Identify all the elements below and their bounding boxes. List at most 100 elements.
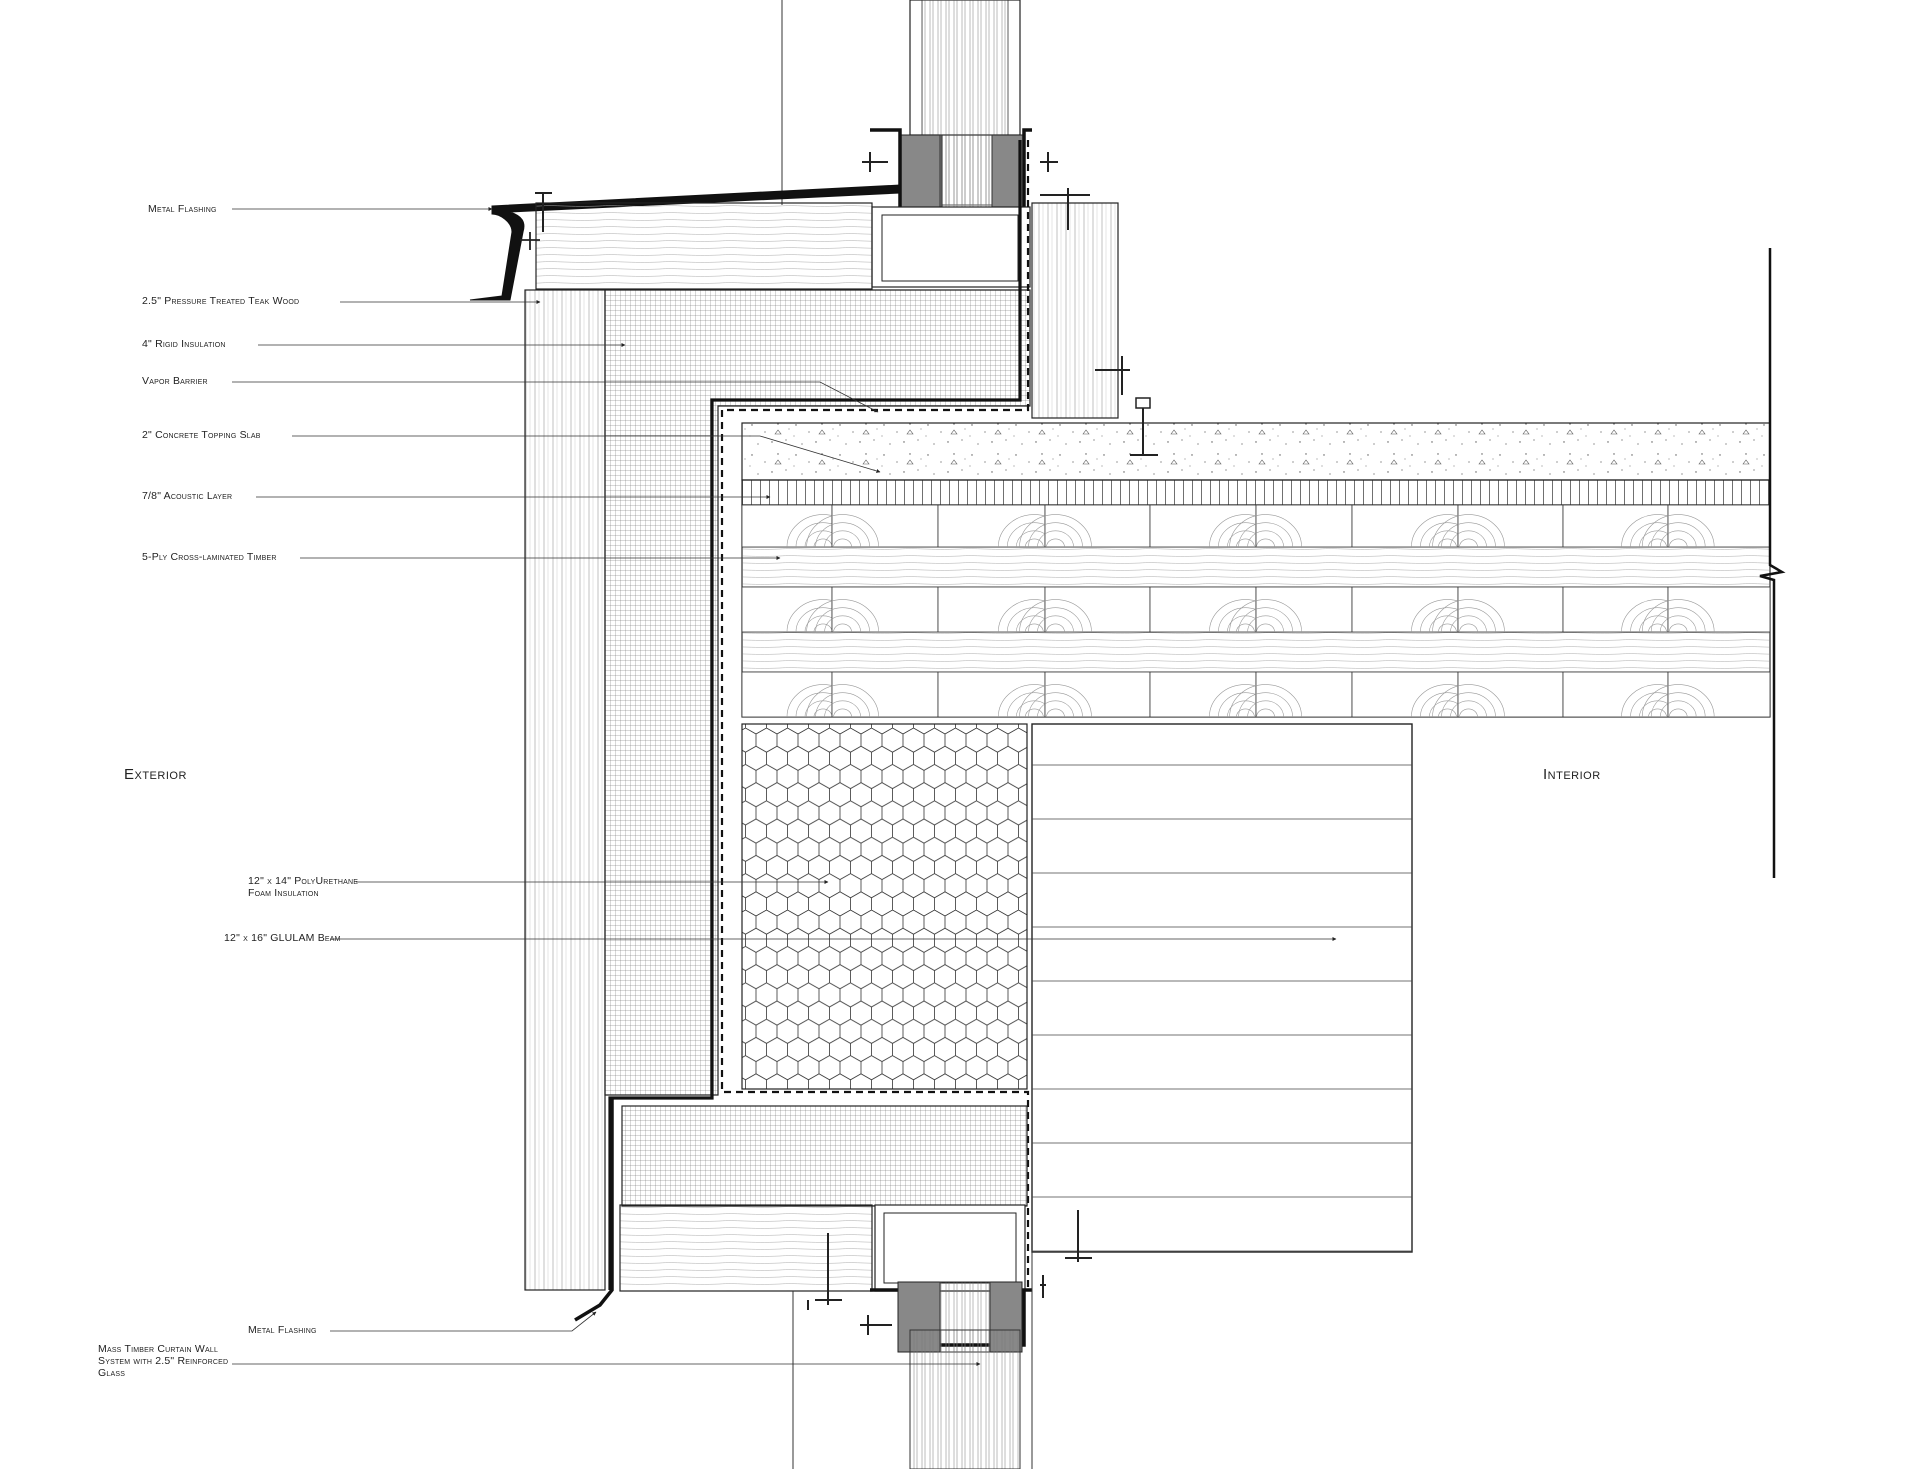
leader-line [330, 1311, 597, 1332]
wood-grain-arc [1641, 684, 1715, 718]
wood-grain-arc [806, 599, 879, 633]
clt-lamella [937, 586, 1046, 633]
wood-grain-arc [1025, 708, 1044, 718]
callout-label: 12" x 14" PolyUrethane [248, 875, 358, 887]
wood-grain-arc [1025, 623, 1044, 633]
wood-grain-arc [1650, 692, 1706, 718]
clt-lamella [1149, 586, 1257, 633]
wood-grain-arc [824, 700, 861, 718]
callout-label: 4" Rigid Insulation [142, 338, 226, 350]
wood-grain-arc [1650, 522, 1706, 548]
callout-vapor-barrier: Vapor Barrier [142, 375, 879, 413]
clt-lamella [1457, 671, 1564, 718]
wood-grain-arc [815, 607, 870, 633]
wood-grain-arc [1459, 708, 1478, 718]
concrete-topping-slab [741, 422, 1771, 481]
clt-lamella [831, 504, 939, 548]
callout-label: Foam Insulation [248, 887, 319, 899]
wood-grain-arc [1019, 514, 1092, 548]
clt-lamella [937, 671, 1046, 718]
callout-label: Metal Flashing [248, 1324, 317, 1336]
wood-grain-arc [1256, 708, 1275, 718]
callout-metal-flashing-bottom: Metal Flashing [248, 1311, 597, 1336]
clt-lamella [1351, 671, 1459, 718]
clt-lamella [1255, 671, 1353, 718]
clt-lamella [937, 504, 1046, 548]
callout-label: Metal Flashing [148, 203, 217, 215]
wood-grain-arc [833, 708, 852, 718]
upper-curtain-wall [781, 0, 1032, 288]
clt-lamella [831, 671, 939, 718]
wood-grain-arc [1432, 514, 1505, 548]
leader-line [292, 435, 881, 473]
wood-grain-arc [815, 692, 870, 718]
teak-cladding [524, 289, 606, 1291]
lower-assembly [574, 1098, 1092, 1470]
wood-grain-arc [1028, 607, 1083, 633]
wood-grain-arc [1229, 514, 1302, 548]
wood-grain-arc [1028, 522, 1083, 548]
exterior-label: Exterior [124, 766, 187, 783]
callout-glulam: 12" x 16" GLULAM Beam [224, 932, 1337, 944]
top-flashing [469, 184, 1119, 419]
wood-grain-arc [813, 708, 833, 718]
wood-grain-arc [1247, 530, 1284, 548]
wood-grain-arc [1450, 530, 1487, 548]
wood-grain-arc [1438, 623, 1457, 633]
callout-label: 12" x 16" GLULAM Beam [224, 932, 341, 944]
vapor-barrier [608, 140, 1030, 1290]
wood-grain-arc [1450, 615, 1487, 633]
wood-grain-arc [1659, 615, 1697, 633]
wood-grain-arc [1659, 530, 1697, 548]
wood-grain-arc [1238, 522, 1293, 548]
clt-lamella [831, 586, 939, 633]
wood-grain-arc [1247, 615, 1284, 633]
wood-grain-arc [1441, 522, 1496, 548]
wood-grain-arc [1236, 708, 1255, 718]
wood-grain-arc [1641, 599, 1715, 633]
wood-grain-arc [1256, 538, 1275, 548]
callout-label: Mass Timber Curtain Wall [98, 1343, 218, 1355]
clt-lamella [741, 504, 833, 548]
wood-grain-arc [1256, 623, 1275, 633]
callout-group: Metal Flashing 2.5" Pressure Treated Teak… [98, 203, 1337, 1379]
wood-grain-arc [1229, 599, 1302, 633]
wood-grain-arc [1438, 538, 1457, 548]
clt-lamella [1667, 504, 1771, 548]
callout-rigid-insulation: 4" Rigid Insulation [142, 338, 626, 350]
wood-grain-arc [1659, 700, 1697, 718]
callout-label: 5-Ply Cross-laminated Timber [142, 551, 277, 563]
clt-lamella [1351, 586, 1459, 633]
wood-grain-arc [813, 623, 833, 633]
wood-grain-arc [1432, 684, 1505, 718]
callout-teak-wood: 2.5" Pressure Treated Teak Wood [142, 295, 541, 307]
clt-lamella [1044, 671, 1151, 718]
wood-grain-arc [813, 538, 833, 548]
wood-grain-arc [1046, 708, 1065, 718]
wood-grain-arc [1648, 623, 1667, 633]
wood-grain-arc [1668, 708, 1688, 718]
wood-grain-arc [833, 623, 852, 633]
wood-grain-arc [1648, 538, 1667, 548]
interior-wall-line [1759, 248, 1786, 878]
wood-grain-arc [1668, 623, 1688, 633]
leader-line [232, 381, 879, 413]
wood-grain-arc [815, 522, 870, 548]
wood-grain-arc [824, 530, 861, 548]
wood-grain-arc [833, 538, 852, 548]
callout-concrete-topping: 2" Concrete Topping Slab [142, 429, 881, 473]
wood-grain-arc [1450, 700, 1487, 718]
wood-grain-arc [1648, 708, 1667, 718]
wood-grain-arc [1641, 514, 1715, 548]
glulam-beam [1031, 723, 1413, 1253]
wood-grain-arc [1236, 538, 1255, 548]
callout-clt: 5-Ply Cross-laminated Timber [142, 551, 781, 563]
wood-grain-arc [1650, 607, 1706, 633]
clt-lamella [1562, 586, 1669, 633]
wood-grain-arc [1238, 692, 1293, 718]
wood-grain-arc [1019, 599, 1092, 633]
wood-grain-arc [1028, 692, 1083, 718]
